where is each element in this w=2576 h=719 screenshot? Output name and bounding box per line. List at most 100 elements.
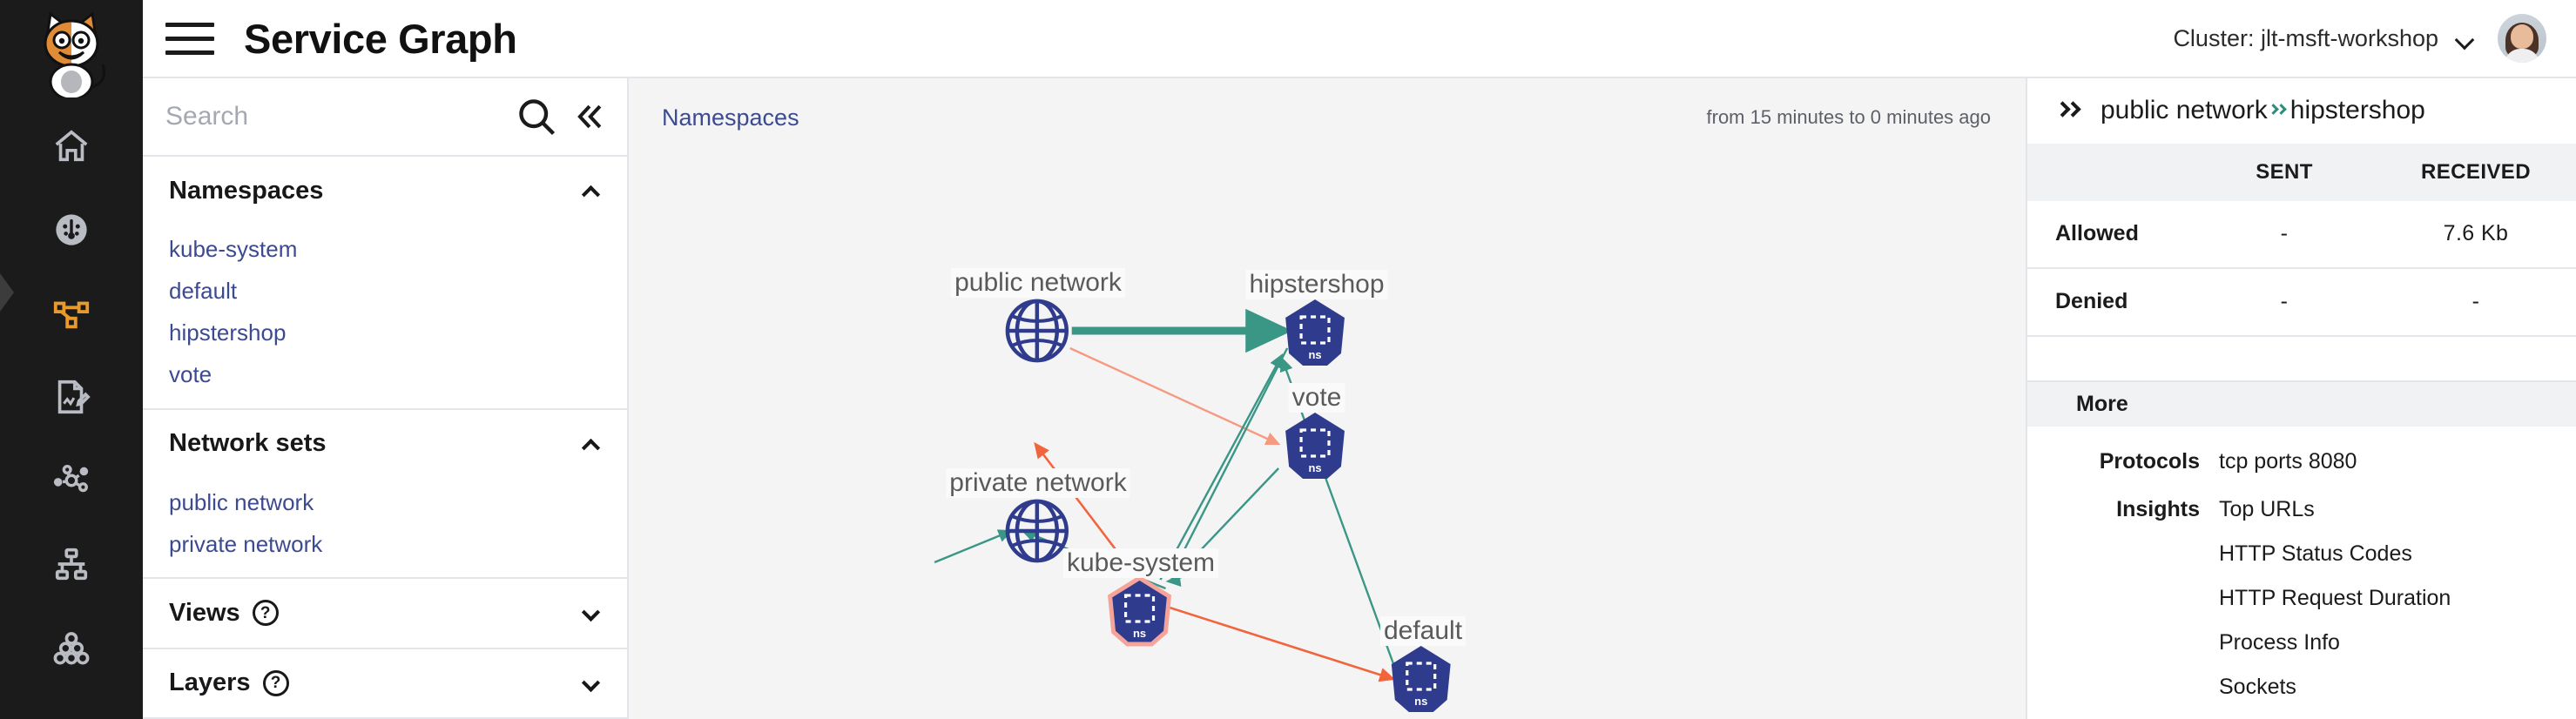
breadcrumb[interactable]: Namespaces bbox=[662, 104, 799, 131]
table-row: Denied - - bbox=[2027, 269, 2576, 337]
graph-node-public-network[interactable] bbox=[1005, 299, 1069, 363]
svg-text:ns: ns bbox=[1308, 461, 1321, 474]
list-item[interactable]: public network bbox=[169, 488, 314, 515]
insight-item[interactable]: Top URLs bbox=[2219, 497, 2315, 521]
list-item[interactable]: kube-system bbox=[169, 236, 298, 263]
row-received: 7.6 Kb bbox=[2443, 221, 2509, 246]
double-chevron-right-icon[interactable] bbox=[2054, 99, 2085, 122]
insights-list: Top URLs HTTP Status Codes HTTP Request … bbox=[2219, 497, 2451, 719]
chevron-down-icon bbox=[2456, 33, 2475, 44]
chevron-up-icon bbox=[581, 184, 604, 205]
cluster-selector[interactable]: Cluster: jlt-msft-workshop bbox=[2173, 25, 2475, 52]
chevron-up-icon bbox=[581, 437, 604, 457]
nodes-network-icon bbox=[53, 464, 89, 493]
home-icon bbox=[55, 130, 88, 162]
table-header-received: RECEIVED bbox=[2421, 159, 2531, 184]
insight-item[interactable]: HTTP Status Codes bbox=[2219, 541, 2412, 566]
detail-title: public network hipstershop bbox=[2101, 96, 2425, 125]
graph-node-label-private-network: private network bbox=[946, 468, 1130, 498]
traffic-table: SENT RECEIVED Allowed - 7.6 Kb Denied - … bbox=[2027, 143, 2576, 337]
list-item[interactable]: vote bbox=[169, 361, 212, 388]
section-title: Layers bbox=[169, 669, 251, 697]
detail-spacer bbox=[2027, 336, 2576, 382]
section-header-layers[interactable]: Layers ? bbox=[143, 649, 627, 718]
sidebar-item-nodes[interactable] bbox=[0, 439, 143, 522]
list-item[interactable]: default bbox=[169, 278, 238, 305]
edge-kube-system-to-default[interactable] bbox=[1158, 602, 1396, 682]
row-received: - bbox=[2471, 289, 2480, 314]
page-title: Service Graph bbox=[244, 15, 517, 62]
svg-text:ns: ns bbox=[1133, 627, 1146, 640]
list-item[interactable]: private network bbox=[169, 530, 323, 557]
search-input[interactable] bbox=[143, 102, 514, 131]
edge-public-network-to-vote[interactable] bbox=[1069, 346, 1281, 446]
graph-svg: ns ns ns bbox=[934, 299, 1451, 712]
service-graph-canvas[interactable]: Namespaces from 15 minutes to 0 minutes … bbox=[629, 78, 2027, 719]
graph-node-label-hipstershop: hipstershop bbox=[1245, 270, 1388, 299]
row-sent: - bbox=[2280, 221, 2289, 246]
table-header-row: SENT RECEIVED bbox=[2027, 143, 2576, 201]
namespaces-list: kube-system default hipstershop vote bbox=[143, 225, 627, 408]
sidebar-item-policies[interactable] bbox=[0, 355, 143, 439]
top-bar: Service Graph Cluster: jlt-msft-workshop bbox=[143, 0, 2576, 78]
svg-text:ns: ns bbox=[1414, 695, 1427, 708]
top-bar-right: Cluster: jlt-msft-workshop bbox=[2173, 14, 2546, 63]
sidebar-item-endpoints[interactable] bbox=[0, 522, 143, 606]
graph-node-default[interactable]: ns bbox=[1391, 646, 1451, 712]
graph-node-label-public-network: public network bbox=[951, 268, 1125, 298]
main-area: Service Graph Cluster: jlt-msft-workshop bbox=[143, 0, 2576, 719]
chevron-down-icon bbox=[581, 603, 604, 622]
dashboard-gauge-icon bbox=[56, 214, 87, 245]
question-mark-icon[interactable]: ? bbox=[252, 600, 279, 627]
section-title: Views bbox=[169, 598, 240, 627]
row-label: Denied bbox=[2055, 289, 2128, 314]
insight-item[interactable]: HTTP Request Duration bbox=[2219, 586, 2451, 610]
policies-document-edit-icon bbox=[57, 380, 91, 414]
sidebar-item-clusters[interactable] bbox=[0, 606, 143, 689]
sidebar-item-dashboards[interactable] bbox=[0, 188, 143, 272]
hamburger-menu-icon[interactable] bbox=[165, 17, 219, 59]
divider bbox=[143, 577, 627, 579]
edge-through-private-network[interactable] bbox=[934, 529, 1014, 564]
insights-row: Insights Top URLs HTTP Status Codes HTTP… bbox=[2027, 474, 2576, 719]
filter-sidebar: Namespaces kube-system default hipstersh… bbox=[143, 78, 629, 719]
search-row bbox=[143, 78, 627, 157]
section-header-views[interactable]: Views ? bbox=[143, 579, 627, 648]
section-header-network-sets[interactable]: Network sets bbox=[143, 410, 627, 479]
network-sets-list: public network private network bbox=[143, 478, 627, 577]
section-header-namespaces[interactable]: Namespaces bbox=[143, 157, 627, 225]
double-chevron-left-icon[interactable] bbox=[559, 97, 608, 136]
canvas-header: Namespaces from 15 minutes to 0 minutes … bbox=[629, 78, 2026, 157]
detail-source: public network bbox=[2101, 96, 2268, 125]
avatar[interactable] bbox=[2498, 14, 2546, 63]
list-item[interactable]: hipstershop bbox=[169, 319, 287, 346]
graph-node-vote[interactable]: ns bbox=[1285, 413, 1345, 479]
divider bbox=[143, 407, 627, 410]
row-sent: - bbox=[2280, 289, 2289, 314]
sidebar-item-service-graph[interactable] bbox=[0, 272, 143, 355]
insight-item[interactable]: Sockets bbox=[2219, 675, 2296, 699]
double-chevron-right-icon bbox=[2267, 102, 2290, 119]
service-graph-icon bbox=[53, 301, 90, 329]
question-mark-icon[interactable]: ? bbox=[262, 669, 289, 696]
graph-node-private-network[interactable] bbox=[1005, 499, 1069, 563]
graph-node-kube-system[interactable]: ns bbox=[1107, 575, 1172, 647]
edge-kube-system-to-hipstershop[interactable] bbox=[1159, 353, 1284, 581]
edge-hipstershop-to-kube-system[interactable] bbox=[1170, 347, 1289, 577]
table-row: Allowed - 7.6 Kb bbox=[2027, 201, 2576, 269]
body-row: Namespaces kube-system default hipstersh… bbox=[143, 78, 2576, 719]
insights-label: Insights bbox=[2116, 497, 2200, 521]
graph-node-hipstershop[interactable]: ns bbox=[1285, 299, 1345, 366]
insight-item[interactable]: Process Info bbox=[2219, 630, 2340, 655]
sidebar-item-home[interactable] bbox=[0, 104, 143, 188]
calico-cat-logo[interactable] bbox=[0, 0, 143, 104]
avatar-fringe bbox=[2512, 28, 2532, 43]
search-icon[interactable] bbox=[514, 94, 559, 139]
more-section-header[interactable]: More bbox=[2027, 381, 2576, 427]
avatar-body bbox=[2505, 49, 2539, 63]
hierarchy-icon bbox=[55, 548, 88, 581]
section-title: Namespaces bbox=[169, 176, 324, 205]
graph-node-label-kube-system: kube-system bbox=[1062, 548, 1219, 578]
graph-node-label-default: default bbox=[1379, 616, 1467, 646]
